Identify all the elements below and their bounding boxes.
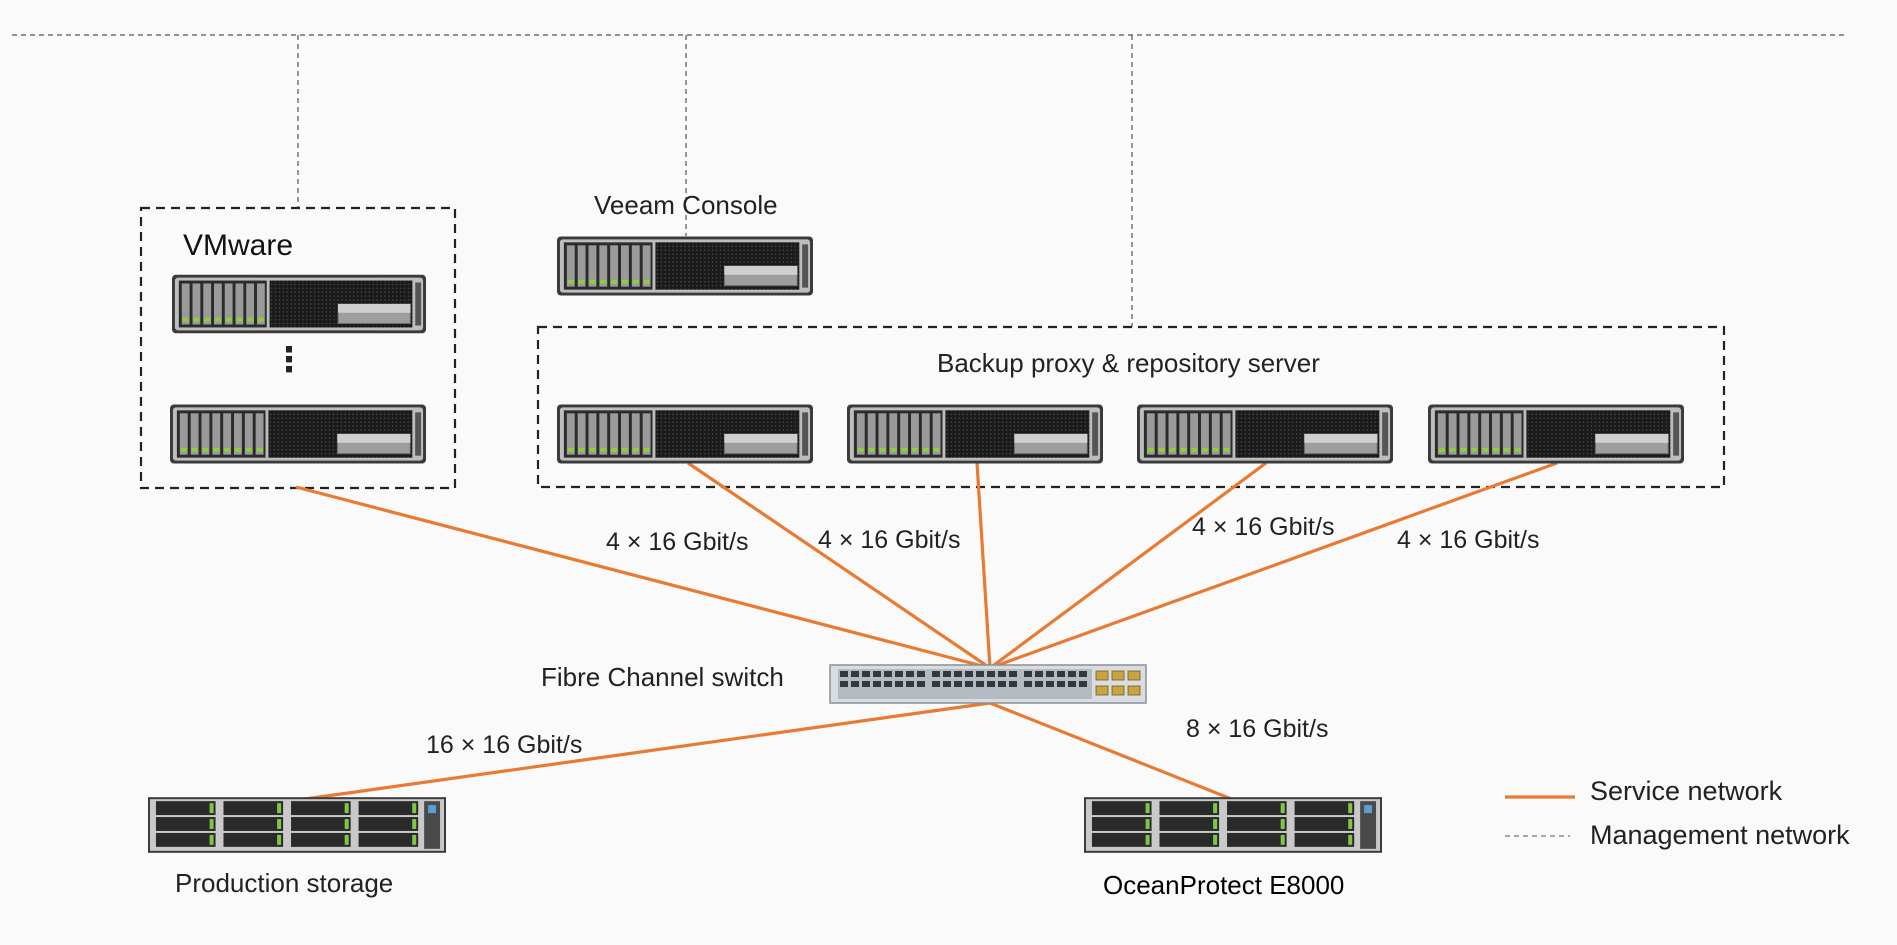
- link-label-vmware: 4 × 16 Gbit/s: [606, 528, 749, 556]
- backup-proxy-server-4: [1428, 404, 1684, 464]
- backup-proxy-server-1: [557, 404, 813, 464]
- oceanprotect-device: [1084, 797, 1382, 853]
- fc-switch-label: Fibre Channel switch: [541, 662, 784, 692]
- production-storage-label: Production storage: [175, 868, 394, 898]
- link-label-production: 16 × 16 Gbit/s: [426, 731, 583, 759]
- backup-proxy-server-3: [1137, 404, 1393, 464]
- backup-proxy-server-2: [847, 404, 1103, 464]
- vmware-label: VMware: [183, 229, 294, 262]
- link-label-proxy-1: 4 × 16 Gbit/s: [818, 526, 961, 554]
- veeam-console-label: Veeam Console: [594, 190, 778, 220]
- backup-proxy-label: Backup proxy & repository server: [937, 348, 1320, 378]
- legend-service-label: Service network: [1590, 776, 1783, 806]
- vmware-server-1: [172, 274, 426, 334]
- vmware-ellipsis: ⋮: [272, 340, 306, 380]
- production-storage-device: [148, 797, 446, 853]
- service-network-lines: [295, 461, 1558, 802]
- backup-proxy-group-box: [536, 325, 1726, 489]
- link-label-proxy-4: 4 × 16 Gbit/s: [1397, 526, 1540, 554]
- management-network-lines: [12, 34, 1845, 327]
- vmware-server-2: [170, 404, 426, 464]
- oceanprotect-label: OceanProtect E8000: [1103, 870, 1345, 900]
- legend-management-label: Management network: [1590, 820, 1850, 850]
- fc-switch-device: [829, 664, 1147, 704]
- link-label-proxy-3: 4 × 16 Gbit/s: [1192, 513, 1335, 541]
- veeam-console-server: [557, 236, 813, 296]
- link-label-oceanprotect: 8 × 16 Gbit/s: [1186, 715, 1329, 743]
